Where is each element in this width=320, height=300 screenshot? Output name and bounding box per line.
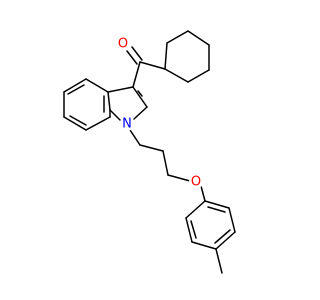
cyclohexyl-bond	[164, 42, 168, 70]
carbonyl-oxygen-label: O	[118, 37, 128, 52]
tolyl-inner-bond	[190, 220, 197, 239]
pyrrole-bond	[107, 86, 134, 93]
tolyl-inner-bond	[214, 229, 231, 244]
pyrrole-bond	[107, 91, 111, 111]
benzene-bond	[85, 78, 109, 93]
pyrrole-bond	[133, 106, 148, 120]
tolyl-ring	[185, 200, 236, 250]
tolyl-bond	[204, 200, 230, 209]
carbonyl-double-bond-b	[131, 46, 143, 61]
indole-pyrrole-ring	[107, 86, 148, 121]
atom-carbonyl-oxygen: O	[116, 37, 130, 52]
tolyl-bond	[215, 231, 236, 250]
tolyl-bond	[191, 241, 217, 250]
pyrrole-double-bond-b	[137, 90, 143, 97]
ether-oxygen-label: O	[191, 175, 201, 190]
carbonyl-double-bond-a	[126, 50, 138, 65]
pyrrole-double-bond-a	[132, 86, 148, 108]
pyrrole-bond	[109, 109, 121, 121]
cyclohexyl-bond	[187, 69, 210, 83]
structure-canvas: O N O	[63, 30, 236, 274]
cyclohexyl-bond	[187, 30, 210, 46]
aryl-to-methyl-bond	[215, 248, 223, 274]
propyl-linker	[129, 129, 191, 182]
ch2-to-o-bond	[167, 174, 191, 182]
n-to-ch2-bond	[129, 129, 141, 146]
molecule-structure-diagram: O N O	[63, 30, 236, 274]
benzene-inner-bond	[69, 115, 87, 126]
atom-indole-nitrogen: N	[120, 117, 134, 132]
ch2-ch2-bond	[162, 150, 169, 176]
aryl-ether	[200, 185, 206, 202]
carbonyl-to-indole-c3-bond	[132, 61, 141, 88]
cyclohexyl-bond	[166, 30, 189, 44]
cyclohexyl-ring	[164, 30, 210, 83]
tolyl-bond	[228, 207, 236, 233]
benzene-bond	[85, 116, 111, 131]
tolyl-bond	[185, 217, 193, 243]
indole-benzene-ring	[63, 78, 111, 131]
methyl-group	[215, 248, 223, 274]
atom-ether-oxygen: O	[189, 175, 203, 190]
tolyl-bond	[185, 200, 206, 219]
cyclohexyl-bond	[164, 68, 189, 83]
carbonyl-to-cyclohexyl-bond	[139, 61, 166, 70]
benzene-bond	[63, 116, 87, 131]
o-to-aryl-bond	[200, 185, 206, 202]
tolyl-inner-bond	[207, 206, 226, 213]
benzene-bond	[63, 78, 87, 93]
indole-nitrogen-label: N	[122, 117, 132, 132]
carbonyl-group	[126, 46, 166, 88]
ch2-ch2-bond	[139, 144, 164, 152]
benzene-inner-bond	[67, 84, 85, 95]
